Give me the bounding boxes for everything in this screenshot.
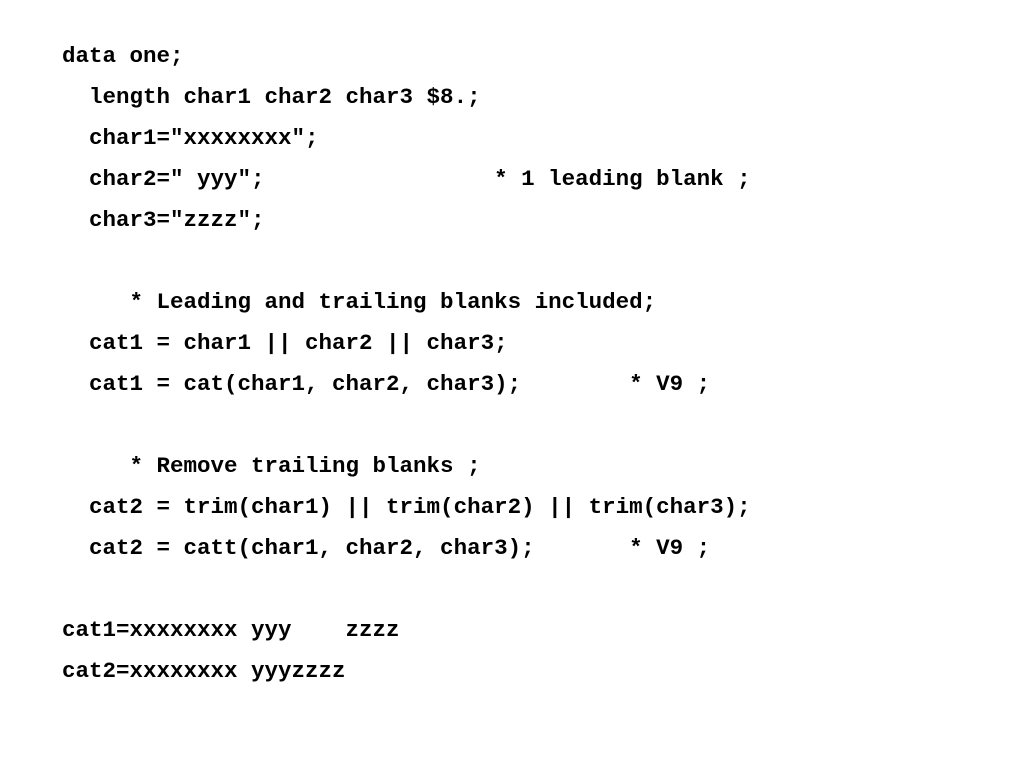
code-comment-remove-trailing: * Remove trailing blanks ; bbox=[62, 453, 481, 479]
code-line-blank bbox=[62, 241, 751, 282]
code-line-char2-assignment: char2=" yyy"; * 1 leading blank ; bbox=[62, 166, 751, 192]
code-line-cat1-cat-function: cat1 = cat(char1, char2, char3); * V9 ; bbox=[62, 371, 711, 397]
code-line-char1-assignment: char1="xxxxxxxx"; bbox=[62, 125, 319, 151]
code-line-length-statement: length char1 char2 char3 $8.; bbox=[62, 84, 481, 110]
code-comment-leading-trailing: * Leading and trailing blanks included; bbox=[62, 289, 657, 315]
code-line-cat1-concat: cat1 = char1 || char2 || char3; bbox=[62, 330, 508, 356]
code-line-blank bbox=[62, 569, 751, 610]
sas-code-block: data one; length char1 char2 char3 $8.; … bbox=[62, 36, 751, 692]
code-line-char3-assignment: char3="zzzz"; bbox=[62, 207, 265, 233]
output-line-cat1: cat1=xxxxxxxx yyy zzzz bbox=[62, 617, 400, 643]
output-line-cat2: cat2=xxxxxxxx yyyzzzz bbox=[62, 658, 346, 684]
code-line-blank bbox=[62, 405, 751, 446]
code-line-data-statement: data one; bbox=[62, 43, 184, 69]
code-line-cat2-catt-function: cat2 = catt(char1, char2, char3); * V9 ; bbox=[62, 535, 711, 561]
code-line-cat2-trim: cat2 = trim(char1) || trim(char2) || tri… bbox=[62, 494, 751, 520]
